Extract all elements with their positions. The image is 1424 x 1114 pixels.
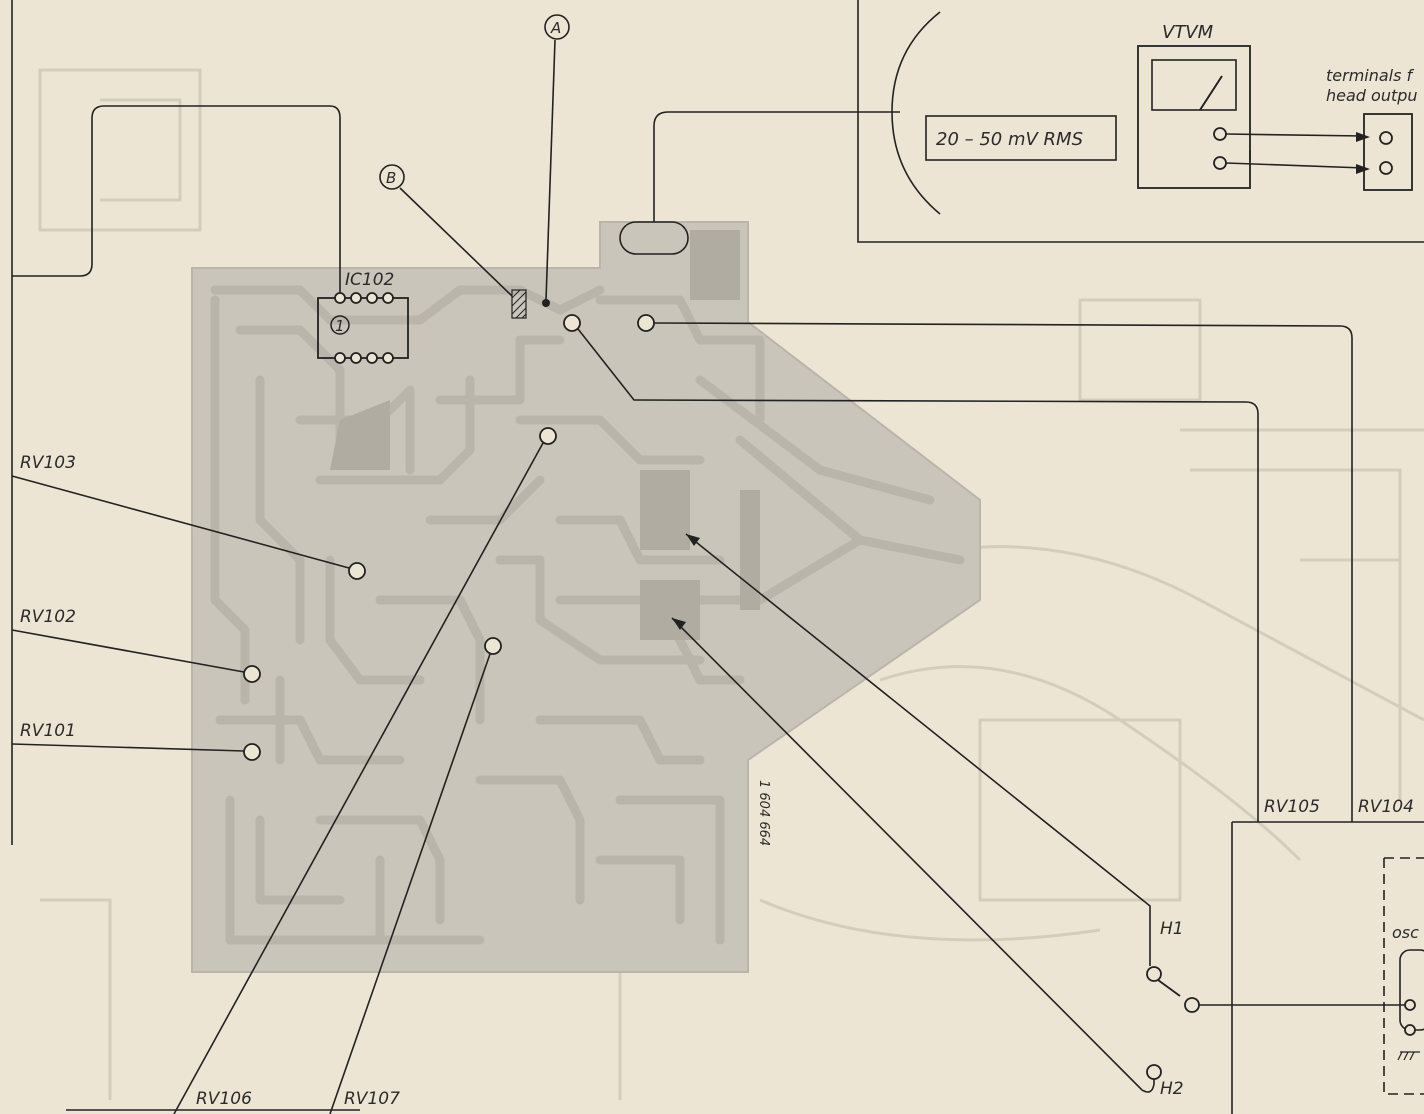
marker-b-label: B: [386, 169, 396, 187]
level-box: [925, 115, 1117, 161]
oscilloscope-screen: [1399, 949, 1424, 1031]
test-point-b-hatch: [511, 289, 527, 319]
probe-arc: [891, 11, 941, 215]
pad-rv105: [563, 314, 581, 332]
rv101-label: RV101: [20, 721, 76, 741]
pad-rv107: [484, 637, 502, 655]
rv103-label: RV103: [20, 453, 76, 473]
ic102-label: IC102: [345, 270, 394, 290]
h2-label: H2: [1160, 1079, 1184, 1099]
h2-terminal: [1146, 1064, 1162, 1080]
pad-rv103: [348, 562, 366, 580]
rv107-label: RV107: [344, 1089, 400, 1109]
marker-a-circle: [544, 14, 570, 40]
upper-panel-edge: [857, 0, 1424, 243]
rv105-label: RV105: [1264, 797, 1320, 817]
pin1-label: 1: [335, 317, 345, 335]
marker-a-label: A: [550, 19, 561, 37]
oscilloscope-box: [1383, 857, 1424, 1095]
marker-b-circle: [379, 164, 405, 190]
osc-input-1: [1404, 999, 1416, 1011]
wire-h2: [671, 617, 1155, 1093]
terminals-label-1: terminals f: [1326, 66, 1415, 85]
wire-rv104: [653, 322, 1353, 822]
pin1-marker: [330, 315, 350, 335]
pad-rv106: [539, 427, 557, 445]
rv102-label: RV102: [20, 607, 76, 627]
pad-rv101: [243, 743, 261, 761]
wire-rv106: [173, 442, 544, 1114]
terminals-label-2: head outpu: [1326, 86, 1418, 105]
test-point-a: [542, 299, 550, 307]
head-switch-common: [1184, 997, 1200, 1013]
head-switch-lever: [1157, 979, 1181, 997]
pcb-traces: [210, 285, 965, 945]
vtvm-label: VTVM: [1162, 22, 1214, 43]
marker-b-lead: [399, 187, 513, 297]
pcb-board: [191, 221, 981, 973]
left-wire-to-ic: [12, 105, 341, 298]
wire-to-probe-area: [653, 111, 900, 222]
h1-label: H1: [1160, 919, 1184, 939]
lower-right-panel: [1231, 821, 1424, 1114]
wire-h1: [685, 533, 1151, 966]
head-output-terminals: [1356, 113, 1413, 191]
marker-a-lead: [545, 39, 556, 301]
ground-symbol: [1397, 1051, 1420, 1061]
pad-rv104: [637, 314, 655, 332]
wire-rv102: [11, 629, 245, 673]
wire-rv105: [577, 328, 1259, 822]
level-text: 20 – 50 mV RMS: [936, 129, 1083, 150]
wire-rv103: [11, 475, 350, 569]
pad-rv102: [243, 665, 261, 683]
board-number: 1 604 664: [756, 780, 771, 846]
h1-terminal: [1146, 966, 1162, 982]
ic102: 1: [317, 292, 409, 364]
vtvm-meter: [1137, 45, 1365, 189]
osc-label: osc: [1392, 923, 1419, 942]
rv104-label: RV104: [1358, 797, 1414, 817]
wire-rv101: [11, 743, 245, 752]
rv106-label: RV106: [196, 1089, 252, 1109]
wire-rv107: [329, 653, 491, 1114]
osc-input-2: [1404, 1024, 1416, 1036]
